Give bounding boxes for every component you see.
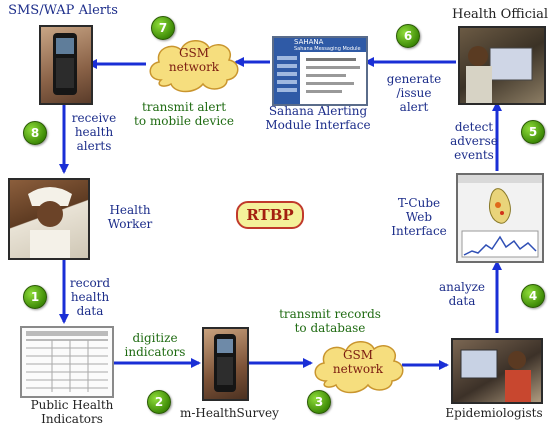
generate-issue-line1: generate	[386, 72, 442, 86]
detect-adverse-line1: detect	[454, 120, 494, 134]
detect-adverse-line2: adverse	[450, 134, 498, 148]
epidemiologists-label: Epidemiologists	[445, 406, 543, 420]
transmit-records-line1: transmit records	[279, 307, 381, 321]
step-badge-6: 6	[396, 24, 420, 48]
health-worker-photo	[8, 178, 90, 260]
health-worker-line2: Worker	[107, 217, 153, 231]
step-badge-5: 5	[521, 120, 545, 144]
mhealth-label: m-HealthSurvey	[180, 406, 279, 420]
receive-health-line2: health	[74, 125, 114, 139]
gsm-bottom-line1: GSM	[342, 348, 374, 362]
tcube-line1: T-Cube	[397, 196, 441, 210]
analyze-data-label: analyze data	[434, 280, 490, 308]
step-badge-2: 2	[147, 390, 171, 414]
health-worker-label: Health Worker	[100, 203, 160, 231]
transmit-alert-line1: transmit alert	[141, 100, 227, 114]
receive-health-line3: alerts	[76, 139, 112, 153]
tcube-label: T-Cube Web Interface	[386, 196, 452, 238]
sahana-label: Sahana Alerting Module Interface	[256, 104, 380, 132]
sahana-line2: Module Interface	[265, 118, 371, 132]
digitize-line2: indicators	[124, 345, 186, 359]
record-health-line1: record	[69, 276, 111, 290]
official-at-computer-icon	[466, 46, 533, 103]
sahana-screen-subtitle: Sahana Messaging Module	[294, 46, 361, 52]
gsm-top-line2: network	[168, 60, 220, 74]
sahana-screen-body	[274, 52, 360, 104]
digitize-label: digitize indicators	[122, 331, 188, 359]
gsm-cloud-top	[149, 40, 239, 93]
health-official-photo	[458, 26, 546, 105]
generate-issue-label: generate /issue alert	[384, 72, 444, 114]
step-badge-8: 8	[23, 121, 47, 145]
tcube-line3: Interface	[391, 224, 447, 238]
transmit-records-label: transmit records to database	[268, 307, 392, 335]
analyze-data-line2: data	[448, 294, 476, 308]
sms-wap-alerts-label: SMS/WAP Alerts	[8, 3, 118, 18]
tcube-line2: Web	[405, 210, 433, 224]
step-badge-3: 3	[307, 390, 331, 414]
transmit-alert-line2: to mobile device	[134, 114, 234, 128]
record-health-line3: data	[76, 304, 104, 318]
indicators-table-icon	[26, 331, 108, 392]
gsm-top-line1: GSM	[178, 46, 210, 60]
public-health-label: Public Health Indicators	[20, 398, 124, 426]
tcube-map-chart	[458, 175, 542, 258]
gsm-bottom-label: GSM network	[324, 348, 392, 376]
health-worker-line1: Health	[109, 203, 151, 217]
public-health-line2: Indicators	[41, 412, 103, 426]
sms-phone-photo	[39, 25, 93, 105]
health-official-label: Health Official	[452, 7, 549, 22]
transmit-alert-label: transmit alert to mobile device	[122, 100, 246, 128]
sahana-line1: Sahana Alerting	[268, 104, 368, 118]
analyze-data-line1: analyze	[438, 280, 486, 294]
mobile-phone-icon	[214, 334, 236, 392]
detect-adverse-label: detect adverse events	[446, 120, 502, 162]
epidemiologists-photo	[451, 338, 543, 404]
receive-health-line1: receive	[71, 111, 117, 125]
sahana-header: SAHANA Sahana Messaging Module	[274, 38, 366, 52]
mhealth-phone-photo	[202, 327, 249, 401]
gsm-bottom-line2: network	[332, 362, 384, 376]
step-badge-7: 7	[151, 16, 175, 40]
step-badge-4: 4	[521, 284, 545, 308]
record-health-label: record health data	[66, 276, 114, 318]
record-health-line2: health	[70, 290, 110, 304]
transmit-records-line2: to database	[294, 321, 366, 335]
step-badge-1: 1	[23, 285, 47, 309]
epidemiologists-at-computer-icon	[460, 349, 531, 402]
generate-issue-line2: /issue	[396, 86, 432, 100]
health-worker-icon	[28, 187, 72, 258]
public-health-line1: Public Health	[30, 398, 114, 412]
gsm-cloud-bottom	[314, 341, 404, 394]
mobile-phone-icon	[53, 33, 77, 95]
tcube-screenshot	[456, 173, 544, 263]
gsm-top-label: GSM network	[160, 46, 228, 74]
sahana-screen-title: SAHANA	[294, 38, 324, 46]
detect-adverse-line3: events	[454, 148, 494, 162]
digitize-line1: digitize	[132, 331, 178, 345]
indicators-form	[20, 326, 114, 398]
rtbp-center-label: RTBP	[236, 201, 304, 229]
generate-issue-line3: alert	[399, 100, 429, 114]
sahana-screenshot: SAHANA Sahana Messaging Module	[272, 36, 368, 106]
receive-health-label: receive health alerts	[66, 111, 122, 153]
